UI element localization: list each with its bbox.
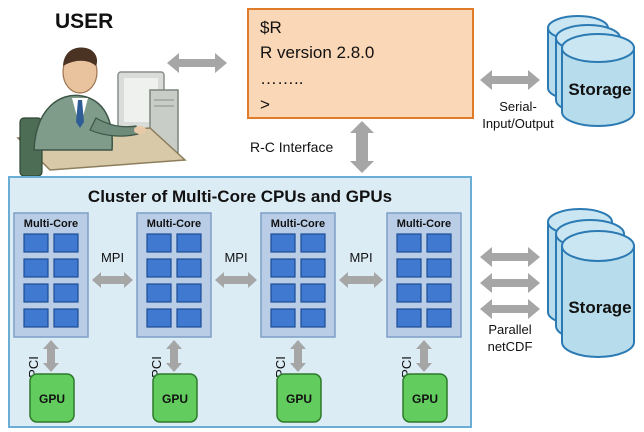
cpu-core bbox=[53, 233, 79, 253]
gpu-box bbox=[152, 373, 198, 423]
cpu-core bbox=[53, 283, 79, 303]
gpu-label: GPU bbox=[412, 392, 438, 406]
mpi-label: MPI bbox=[349, 250, 372, 265]
user-label: USER bbox=[55, 10, 113, 33]
user-console-arrow bbox=[167, 53, 227, 73]
cpu-core bbox=[146, 283, 172, 303]
cpu-core bbox=[300, 258, 326, 278]
bottom-storage-cylinders bbox=[547, 208, 635, 358]
serial-io-arrow bbox=[480, 70, 540, 90]
parallel-label-1: Parallel bbox=[488, 322, 531, 337]
gpu-label: GPU bbox=[162, 392, 188, 406]
cpu-core bbox=[146, 233, 172, 253]
cpu-core bbox=[270, 308, 296, 328]
pci-label: PCI bbox=[273, 356, 288, 378]
pci-arrow bbox=[416, 340, 432, 372]
pci-label: PCI bbox=[26, 356, 41, 378]
cpu-core bbox=[23, 283, 49, 303]
parallel-arrow-3 bbox=[480, 299, 540, 319]
gpu-label: GPU bbox=[286, 392, 312, 406]
cpu-core bbox=[176, 283, 202, 303]
user-at-computer-illustration bbox=[16, 47, 187, 177]
serial-label-2: Input/Output bbox=[482, 116, 554, 131]
mpi-arrow bbox=[92, 272, 133, 288]
cpu-core bbox=[300, 308, 326, 328]
gpu-box bbox=[276, 373, 322, 423]
gpu-box bbox=[29, 373, 75, 423]
pci-label: PCI bbox=[149, 356, 164, 378]
multicore-label: Multi-Core bbox=[271, 218, 325, 230]
pci-arrow bbox=[43, 340, 59, 372]
mpi-label: MPI bbox=[224, 250, 247, 265]
parallel-arrow-2 bbox=[480, 273, 540, 293]
mpi-arrow bbox=[215, 272, 257, 288]
bottom-storage-label: Storage bbox=[568, 298, 631, 317]
top-storage-label: Storage bbox=[568, 80, 631, 99]
console-line-3: …….. bbox=[260, 69, 303, 88]
cpu-core bbox=[176, 308, 202, 328]
cpu-core bbox=[396, 233, 422, 253]
cpu-core bbox=[426, 283, 452, 303]
r-c-interface-arrow bbox=[350, 121, 374, 173]
r-console-box bbox=[247, 8, 474, 119]
r-c-interface-label: R-C Interface bbox=[250, 139, 333, 155]
cpu-core bbox=[396, 283, 422, 303]
top-storage-cylinders bbox=[547, 15, 635, 127]
cpu-core bbox=[23, 258, 49, 278]
cpu-core bbox=[426, 233, 452, 253]
cpu-core bbox=[426, 308, 452, 328]
mpi-label: MPI bbox=[101, 250, 124, 265]
cluster-title: Cluster of Multi-Core CPUs and GPUs bbox=[88, 187, 392, 206]
multicore-label: Multi-Core bbox=[24, 218, 78, 230]
mpi-arrow bbox=[339, 272, 383, 288]
console-line-2: R version 2.8.0 bbox=[260, 43, 374, 62]
parallel-arrow-1 bbox=[480, 247, 540, 267]
pci-arrow bbox=[290, 340, 306, 372]
multicore-label: Multi-Core bbox=[147, 218, 201, 230]
cpu-core bbox=[146, 258, 172, 278]
cpu-core bbox=[270, 233, 296, 253]
cpu-core bbox=[53, 308, 79, 328]
console-line-1: $R bbox=[260, 18, 282, 37]
cpu-core bbox=[270, 283, 296, 303]
cpu-core bbox=[396, 308, 422, 328]
cpu-core bbox=[300, 233, 326, 253]
cpu-core bbox=[53, 258, 79, 278]
cpu-core bbox=[23, 233, 49, 253]
pci-label: PCI bbox=[399, 356, 414, 378]
cpu-core bbox=[23, 308, 49, 328]
gpu-label: GPU bbox=[39, 392, 65, 406]
cpu-core bbox=[270, 258, 296, 278]
cpu-core bbox=[176, 258, 202, 278]
cpu-core bbox=[396, 258, 422, 278]
cpu-core bbox=[146, 308, 172, 328]
multicore-label: Multi-Core bbox=[397, 218, 451, 230]
cpu-core bbox=[300, 283, 326, 303]
console-prompt: > bbox=[260, 95, 270, 114]
gpu-box bbox=[402, 373, 448, 423]
pci-arrow bbox=[166, 340, 182, 372]
parallel-label-2: netCDF bbox=[488, 339, 533, 354]
cpu-core bbox=[176, 233, 202, 253]
cpu-core bbox=[426, 258, 452, 278]
serial-label-1: Serial- bbox=[499, 99, 537, 114]
